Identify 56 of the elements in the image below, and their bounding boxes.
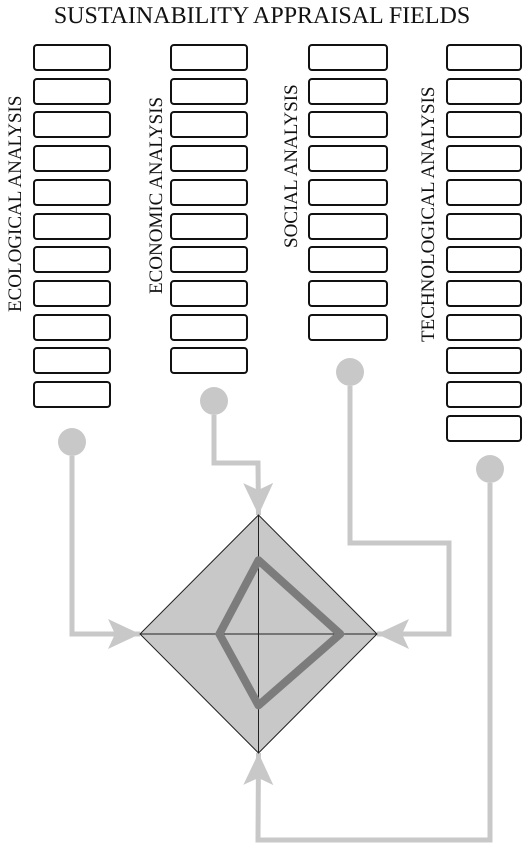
empty-box [446,347,522,374]
column-heading: ECONOMIC ANALYSIS [147,96,167,294]
column-heading: TECHNOLOGICAL ANALYSIS [419,86,439,342]
empty-box [446,78,522,105]
empty-box [170,78,248,105]
connector-arrow [243,483,492,842]
connector-dot [200,387,228,415]
empty-box [446,178,522,206]
empty-box [308,111,388,138]
empty-box [446,381,522,408]
connector-arrow [70,456,140,649]
empty-box [308,280,388,307]
empty-box [170,212,248,240]
empty-box [308,314,388,341]
empty-box [33,212,111,240]
column-heading: SOCIAL ANALYSIS [282,84,302,248]
empty-box [308,44,388,71]
diagram-title: SUSTAINABILITY APPRAISAL FIELDS [52,3,472,30]
empty-box [170,44,248,71]
empty-box [33,246,111,274]
empty-box [170,246,248,274]
connector-dot [476,455,504,483]
empty-box [33,178,111,206]
empty-box [170,314,248,341]
empty-box [170,111,248,138]
empty-box [446,246,522,274]
connector-arrow [212,415,274,516]
empty-box [308,178,388,206]
empty-box [446,212,522,240]
empty-box [33,314,111,341]
empty-box [170,178,248,206]
empty-box [33,381,111,408]
empty-box [33,145,111,172]
empty-box [33,78,111,105]
empty-box [33,44,111,71]
empty-box [308,212,388,240]
empty-box [308,78,388,105]
empty-box [446,44,522,71]
empty-box [33,111,111,138]
empty-box [170,347,248,374]
empty-box [308,145,388,172]
column-heading: ECOLOGICAL ANALYSIS [6,96,26,312]
empty-box [446,314,522,341]
empty-box [446,280,522,307]
empty-box [446,111,522,138]
connector-dot [58,428,86,456]
connector-arrow [348,386,452,649]
empty-box [170,145,248,172]
empty-box [446,414,522,442]
connector-dot [336,358,364,386]
empty-box [446,145,522,172]
empty-box [308,246,388,274]
empty-box [33,280,111,307]
radar-diamond-drawing [140,515,377,753]
empty-box [170,280,248,307]
empty-box [33,347,111,374]
